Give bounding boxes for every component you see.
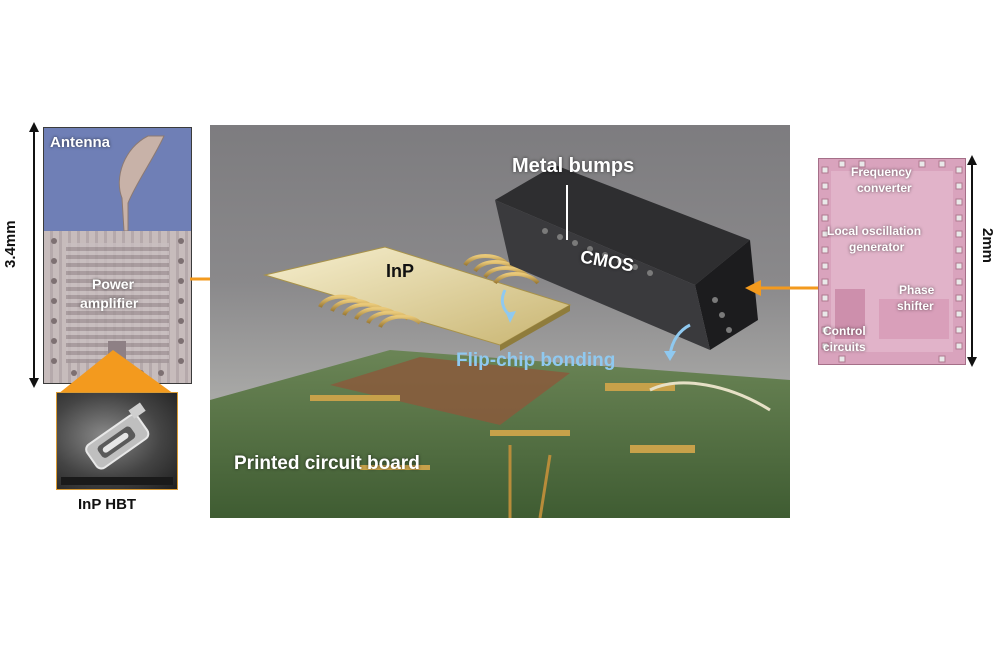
hbt-sem-image	[56, 392, 178, 490]
hbt-device-drawing	[61, 402, 173, 485]
inp-label: InP	[386, 261, 415, 281]
metal-bumps-label: Metal bumps	[512, 155, 635, 177]
frequency-converter-label-1: Frequency	[851, 165, 912, 179]
antenna-label: Antenna	[50, 134, 110, 151]
pa-die-image: Antenna Power amplifier	[43, 127, 192, 384]
cmos-chip-top	[495, 165, 750, 285]
hbt-caption: InP HBT	[78, 496, 137, 513]
flip-chip-label: Flip-chip bonding	[456, 350, 616, 371]
pcb-pads	[310, 383, 695, 470]
local-oscillation-label-1: Local oscillation	[827, 224, 922, 238]
cmos-dimension-label: 2mm	[979, 228, 996, 264]
control-circuits-label-1: Control	[823, 324, 866, 338]
power-amplifier-label-2: amplifier	[80, 295, 139, 311]
inp-wire-bonds	[318, 254, 540, 329]
pcb-copper-area	[330, 357, 570, 425]
pcb-label: Printed circuit board	[234, 453, 420, 474]
phase-shifter-label-2: shifter	[897, 299, 934, 313]
cmos-bumps	[542, 228, 732, 333]
pa-dimension-arrow	[29, 122, 39, 388]
local-oscillation-label-2: generator	[849, 240, 905, 254]
antenna-drawing	[118, 135, 165, 232]
scene-drawing	[210, 165, 790, 518]
phase-shifter-label-1: Phase	[899, 283, 935, 297]
pa-dimension-label: 3.4mm	[2, 220, 19, 268]
power-amplifier-label-1: Power	[92, 276, 135, 292]
sem-callout	[58, 350, 174, 394]
right-orange-arrow	[745, 280, 818, 296]
cmos-chip-side	[695, 240, 758, 350]
control-circuits-label-2: circuits	[823, 340, 866, 354]
cmos-die-drawing	[821, 160, 963, 363]
frequency-converter-label-2: converter	[857, 181, 912, 195]
cmos-die-image: Frequency converter Local oscillation ge…	[818, 158, 966, 365]
cmos-dimension-arrow	[967, 155, 977, 367]
flip-chip-3d-scene: Metal bumps InP CMOS Flip-chip bonding P…	[210, 125, 790, 518]
